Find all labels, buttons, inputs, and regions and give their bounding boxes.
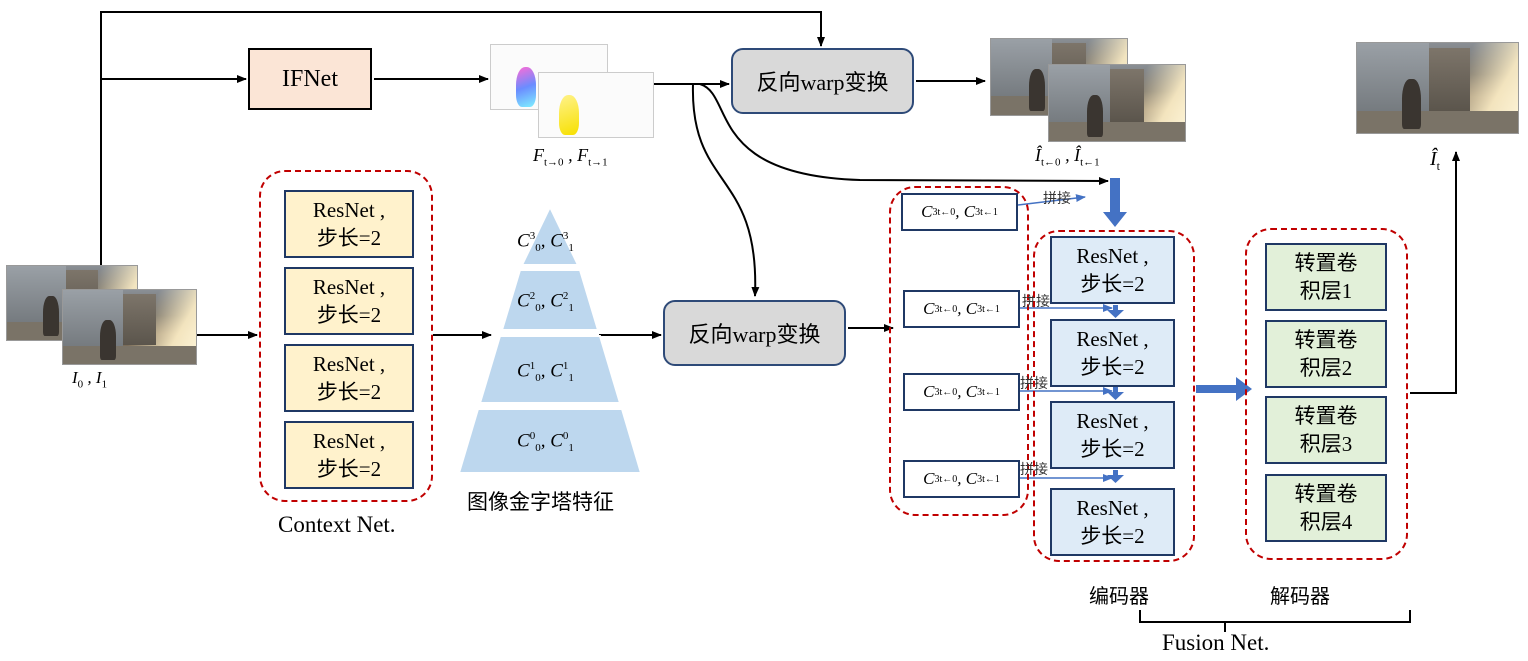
enc-arrow-3 [1107, 470, 1124, 483]
warped-features-group [889, 186, 1029, 516]
decoder-transposed-conv-2: 转置卷 积层2 [1265, 320, 1387, 388]
decoder-transposed-conv-4: 转置卷 积层4 [1265, 474, 1387, 542]
backward-warp-top-label: 反向warp变换 [756, 70, 889, 95]
backward-warp-middle-label: 反向warp变换 [688, 322, 821, 347]
input-frame-1 [62, 289, 197, 365]
input-frames-label: I0 , I1 [72, 368, 108, 391]
fusion-bracket [1139, 610, 1411, 632]
output-frame [1356, 42, 1519, 134]
backward-warp-top: 反向warp变换 [731, 48, 914, 114]
pyramid-level-2 [500, 269, 600, 331]
wire-input-to-top-warp [100, 11, 825, 265]
context-resnet-block-2: ResNet , 步长=2 [284, 267, 414, 335]
encoder-resnet-block-2: ResNet , 步长=2 [1050, 319, 1175, 387]
pyramid-level-1 [478, 335, 622, 404]
flow-label: Ft→0 , Ft→1 [533, 145, 608, 169]
context-resnet-block-4: ResNet , 步长=2 [284, 421, 414, 489]
warped-frame-1 [1048, 64, 1186, 142]
backward-warp-middle: 反向warp变换 [663, 300, 846, 366]
thick-arrow-encoder-to-decoder [1196, 377, 1252, 401]
wire-flows-to-concat [699, 83, 1109, 185]
pyramid-level-0-label: C00, C01 [517, 430, 574, 455]
ifnet-box: IFNet [248, 48, 372, 110]
decoder-label: 解码器 [1270, 584, 1330, 608]
enc-arrow-2 [1107, 387, 1124, 400]
decoder-transposed-conv-1: 转置卷 积层1 [1265, 243, 1387, 311]
wire-decoder-to-output [1410, 151, 1460, 394]
concat-label-1: 拼接 [1043, 191, 1071, 207]
wire-flows-to-mid-warp [691, 83, 760, 297]
pyramid-level-0 [457, 408, 643, 474]
fusion-net-label: Fusion Net. [1162, 630, 1270, 655]
encoder-resnet-block-4: ResNet , 步长=2 [1050, 488, 1175, 556]
context-resnet-block-3: ResNet , 步长=2 [284, 344, 414, 412]
encoder-group [1033, 230, 1195, 562]
decoder-transposed-conv-3: 转置卷 积层3 [1265, 396, 1387, 464]
pyramid-level-2-label: C20, C21 [517, 290, 574, 315]
output-frame-label: Ît [1430, 148, 1441, 173]
decoder-group [1245, 228, 1408, 560]
enc-arrow-1 [1107, 305, 1124, 318]
pyramid-level-3-label: C30, C31 [517, 230, 574, 255]
concat-line-1 [1017, 194, 1086, 206]
warped-frames-label: Ît←0 , Ît←1 [1035, 145, 1100, 169]
context-resnet-block-1: ResNet , 步长=2 [284, 190, 414, 258]
encoder-resnet-block-1: ResNet , 步长=2 [1050, 236, 1175, 304]
pyramid-level-3 [520, 204, 580, 266]
encoder-resnet-block-3: ResNet , 步长=2 [1050, 401, 1175, 469]
context-net-group [259, 170, 433, 502]
ifnet-label: IFNet [282, 65, 338, 92]
pyramid-level-1-label: C10, C11 [517, 360, 574, 385]
encoder-label: 编码器 [1089, 584, 1149, 608]
concat-label-2: 拼接 [1022, 294, 1050, 310]
pyramid-label: 图像金字塔特征 [467, 490, 614, 514]
context-net-label: Context Net. [278, 512, 396, 537]
flow-image-t1 [538, 72, 654, 138]
thick-arrow-concat-to-encoder [1103, 178, 1127, 227]
